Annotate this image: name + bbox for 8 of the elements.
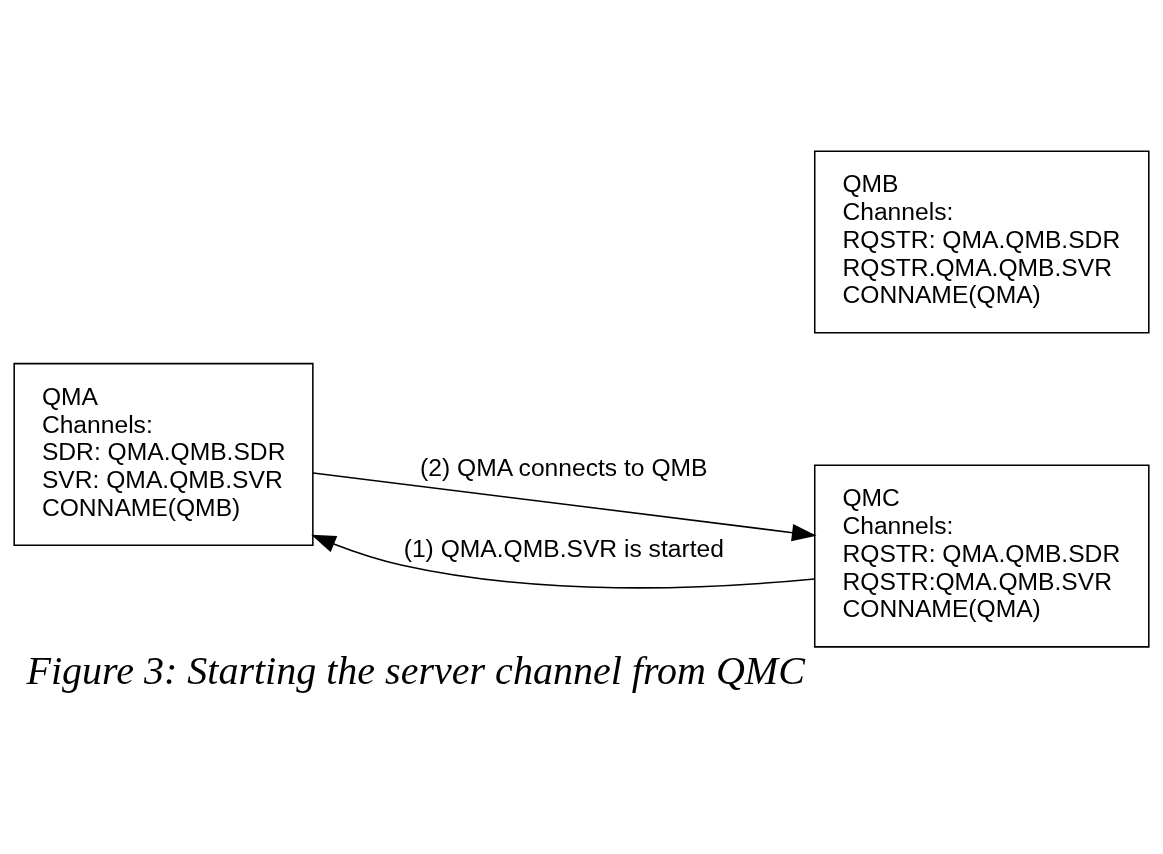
- edge-label: (2) QMA connects to QMB: [420, 453, 708, 481]
- arrow: [311, 534, 816, 589]
- node-box: QMC Channels: RQSTR: QMA.QMB.SDR RQSTR:QMA.QMB.SVR CONNAME(QMA): [813, 463, 1150, 648]
- arrow: [312, 471, 817, 541]
- node-box: QMA Channels: SDR: QMA.QMB.SDR SVR: QMA.QMB.SVR CONNAME(QMB): [13, 362, 314, 546]
- node-box: QMB Channels: RQSTR: QMA.QMB.SDR RQSTR.QMA.QMB.SVR CONNAME(QMA): [813, 149, 1150, 334]
- caption: Figure 3: Starting the server channel from QMC: [26, 647, 805, 693]
- edge-label: (1) QMA.QMB.SVR is started: [403, 534, 724, 562]
